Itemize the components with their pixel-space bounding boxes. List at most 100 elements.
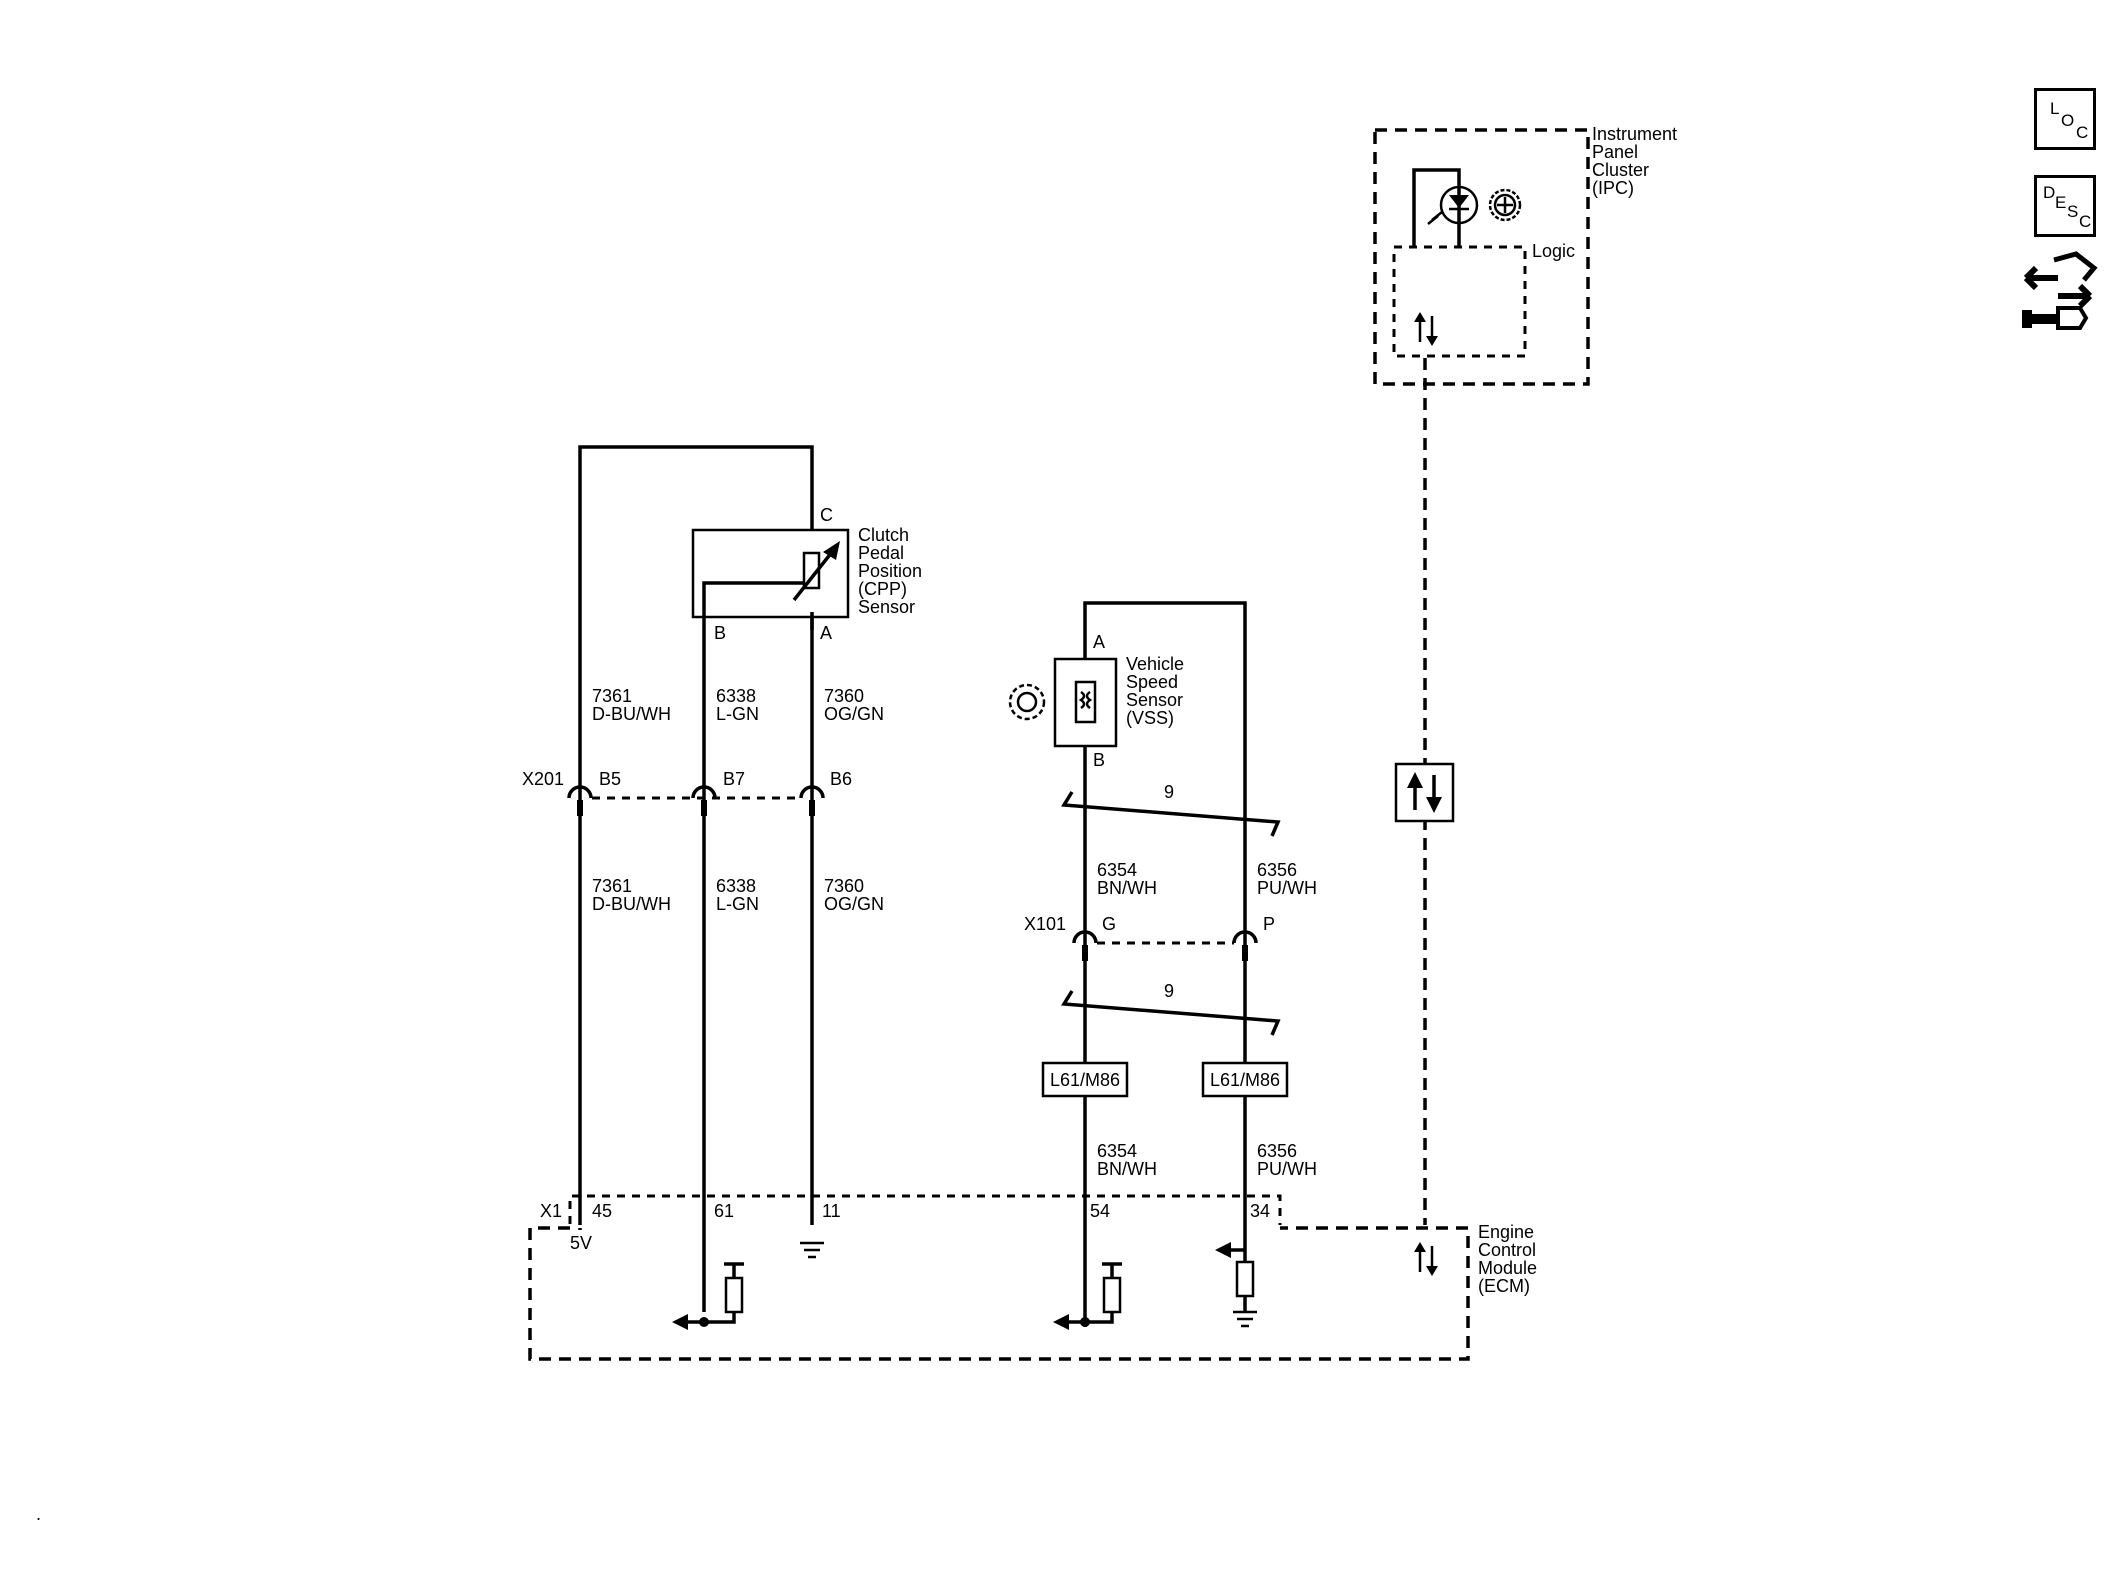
- vss-name-3: Sensor: [1126, 690, 1183, 710]
- w7360-top-color: OG/GN: [824, 704, 884, 724]
- option-left-label: L61/M86: [1050, 1070, 1120, 1090]
- vss-name-4: (VSS): [1126, 708, 1174, 728]
- ipc-name-1: Instrument: [1592, 124, 1677, 144]
- w6356-mid-circuit: 6356: [1257, 860, 1297, 880]
- description-button[interactable]: D E S C: [2034, 175, 2096, 237]
- x101-label: X101: [1024, 914, 1066, 934]
- wire-6338-signal: [702, 581, 812, 1312]
- x201-pin-b6: B6: [830, 769, 852, 789]
- vss-name-2: Speed: [1126, 672, 1178, 692]
- loc-letter-c: C: [2076, 123, 2089, 142]
- ecm-serial-data-icon: [1414, 1242, 1438, 1276]
- w6356-bot-color: PU/WH: [1257, 1159, 1317, 1179]
- cpp-sensor-box: [691, 528, 850, 619]
- twist-lower-label: 9: [1164, 981, 1174, 1001]
- w6354-mid-circuit: 6354: [1097, 860, 1137, 880]
- wire-vss-loop: [1083, 601, 1247, 1327]
- twisted-pair-lower-icon: [1061, 990, 1281, 1036]
- x101-pins: [1072, 930, 1258, 961]
- desc-letter-e: E: [2055, 193, 2067, 212]
- loc-letter-o: O: [2061, 111, 2075, 130]
- ecm-name-4: (ECM): [1478, 1276, 1530, 1296]
- ipc-module: Instrument Panel Cluster (IPC) Logic: [1373, 124, 1677, 386]
- option-right-label: L61/M86: [1210, 1070, 1280, 1090]
- x201-pin-b7: B7: [723, 769, 745, 789]
- desc-letter-c: C: [2079, 212, 2092, 231]
- ecm-low-reference-ground: [1215, 1225, 1257, 1328]
- ipc-name-2: Panel: [1592, 142, 1638, 162]
- w6354-bot-color: BN/WH: [1097, 1159, 1157, 1179]
- ecm-name-1: Engine: [1478, 1222, 1534, 1242]
- desc-letter-s: S: [2067, 202, 2079, 221]
- ecm-input-pullup-vss: [1053, 1262, 1122, 1330]
- twisted-pair-upper-icon: [1061, 791, 1281, 837]
- cpp-name-1: Clutch: [858, 525, 909, 545]
- w6338-top-circuit: 6338: [716, 686, 756, 706]
- ecm-name-3: Module: [1478, 1258, 1537, 1278]
- vss-circuit: A B Vehicle Speed Sensor (VSS) 9 6354 BN…: [1008, 601, 1317, 1327]
- ipc-gauge-gear-icon: [1488, 188, 1522, 222]
- w7361-bot-color: D-BU/WH: [592, 894, 671, 914]
- cpp-pin-b: B: [714, 623, 726, 643]
- ecm-x1-connector-outline: [568, 1194, 1282, 1225]
- stray-mark: .: [36, 1504, 41, 1524]
- ecm-pin-34: 34: [1250, 1201, 1270, 1221]
- w7360-bot-circuit: 7360: [824, 876, 864, 896]
- cpp-name-2: Pedal: [858, 543, 904, 563]
- x101-pin-g: G: [1102, 914, 1116, 934]
- location-button[interactable]: L O C: [2034, 88, 2096, 150]
- w6338-top-color: L-GN: [716, 704, 759, 724]
- ecm-pin-11: 11: [822, 1201, 841, 1221]
- vss-name-1: Vehicle: [1126, 654, 1184, 674]
- w6356-mid-color: PU/WH: [1257, 878, 1317, 898]
- ipc-serial-data-icon: [1414, 312, 1438, 346]
- w6354-mid-color: BN/WH: [1097, 878, 1157, 898]
- w6338-bot-circuit: 6338: [716, 876, 756, 896]
- twist-upper-label: 9: [1164, 782, 1174, 802]
- vss-pin-a: A: [1093, 632, 1105, 652]
- ipc-logic-label: Logic: [1532, 241, 1575, 261]
- ipc-name-4: (IPC): [1592, 178, 1634, 198]
- ecm-pin-61: 61: [714, 1201, 734, 1221]
- cpp-name-3: Position: [858, 561, 922, 581]
- vss-pin-b: B: [1093, 750, 1105, 770]
- ecm-outline: [528, 1226, 1470, 1361]
- ecm-name-2: Control: [1478, 1240, 1536, 1260]
- w7361-top-circuit: 7361: [592, 686, 632, 706]
- vss-magnetic-element: [1074, 680, 1097, 724]
- connector-navigation-icon[interactable]: [2018, 250, 2098, 335]
- cpp-pin-a: A: [820, 623, 832, 643]
- x101-pin-p: P: [1263, 914, 1275, 934]
- option-box-right: [1201, 1061, 1289, 1098]
- x201-pins: [567, 785, 825, 816]
- x201-label: X201: [522, 769, 564, 789]
- w6356-bot-circuit: 6356: [1257, 1141, 1297, 1161]
- w7360-top-circuit: 7360: [824, 686, 864, 706]
- desc-letter-d: D: [2043, 183, 2056, 202]
- w6354-bot-circuit: 6354: [1097, 1141, 1137, 1161]
- serial-data-icon: [1394, 762, 1455, 823]
- ecm-connector-x1: X1: [540, 1201, 562, 1221]
- ecm-pin-54: 54: [1090, 1201, 1110, 1221]
- cpp-name-5: Sensor: [858, 597, 915, 617]
- ecm-module: X1 45 61 11 54 34 5V: [528, 1194, 1537, 1361]
- ipc-name-3: Cluster: [1592, 160, 1649, 180]
- cpp-name-4: (CPP): [858, 579, 907, 599]
- option-box-left: [1041, 1061, 1129, 1098]
- cpp-pin-c: C: [820, 505, 833, 525]
- ipc-indicator-lamp-icon: [1427, 185, 1479, 225]
- loc-letter-l: L: [2050, 99, 2060, 118]
- ecm-5v-reference: 5V: [570, 1233, 592, 1253]
- ipc-outline: [1373, 128, 1590, 386]
- w7361-bot-circuit: 7361: [592, 876, 632, 896]
- cpp-circuit: C B A Clutch Pedal Position (CPP) Sensor…: [522, 445, 922, 1312]
- ecm-input-pullup-left: [672, 1262, 744, 1330]
- ground-icon: [800, 1241, 824, 1259]
- x201-pin-b5: B5: [599, 769, 621, 789]
- vss-reluctor-gear-icon: [1008, 683, 1046, 721]
- w6338-bot-color: L-GN: [716, 894, 759, 914]
- ecm-pin-45: 45: [592, 1201, 612, 1221]
- ipc-logic-outline: [1392, 245, 1527, 358]
- w7360-bot-color: OG/GN: [824, 894, 884, 914]
